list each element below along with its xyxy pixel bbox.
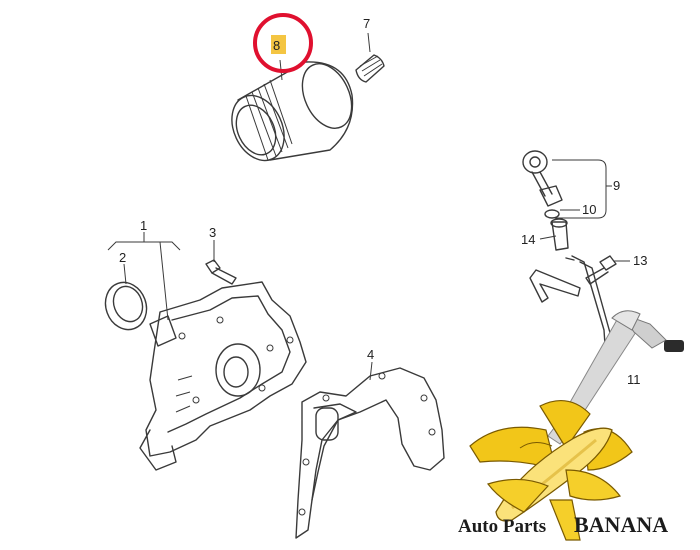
callout-1: 1 bbox=[140, 218, 147, 233]
bolt-13[interactable] bbox=[585, 255, 617, 285]
oil-filter[interactable] bbox=[222, 56, 361, 169]
callout-10: 10 bbox=[582, 202, 596, 217]
seal-10[interactable] bbox=[544, 209, 560, 219]
leader-7 bbox=[367, 32, 371, 53]
callout-3: 3 bbox=[209, 225, 216, 240]
highlight-ring bbox=[253, 13, 313, 73]
callout-11: 11 bbox=[627, 372, 641, 387]
callout-8-highlight bbox=[271, 35, 286, 54]
leader-14 bbox=[539, 235, 557, 240]
watermark-line1: Auto Parts bbox=[458, 516, 546, 537]
leader-4 bbox=[369, 361, 373, 381]
leader-2 bbox=[123, 263, 127, 285]
guide-tube-top[interactable] bbox=[550, 218, 569, 251]
callout-14: 14 bbox=[521, 232, 535, 247]
bolt-3[interactable] bbox=[205, 259, 237, 285]
callout-8: 8 bbox=[273, 38, 280, 53]
o-ring[interactable] bbox=[99, 277, 153, 336]
tube-bracket[interactable] bbox=[529, 269, 581, 303]
leader-9 bbox=[552, 159, 612, 219]
callout-7: 7 bbox=[363, 16, 370, 31]
watermark-line2: BANANA bbox=[574, 512, 668, 537]
oil-pump[interactable] bbox=[139, 281, 307, 471]
callout-2: 2 bbox=[119, 250, 126, 265]
callout-9: 9 bbox=[613, 178, 620, 193]
callout-13: 13 bbox=[633, 253, 647, 268]
banana-logo bbox=[469, 310, 684, 541]
gasket[interactable] bbox=[295, 367, 445, 539]
leader-1 bbox=[107, 232, 181, 321]
dipstick-ring[interactable] bbox=[522, 150, 553, 197]
callout-4: 4 bbox=[367, 347, 374, 362]
dipstick-clip[interactable] bbox=[539, 185, 563, 207]
stud[interactable] bbox=[355, 54, 385, 83]
